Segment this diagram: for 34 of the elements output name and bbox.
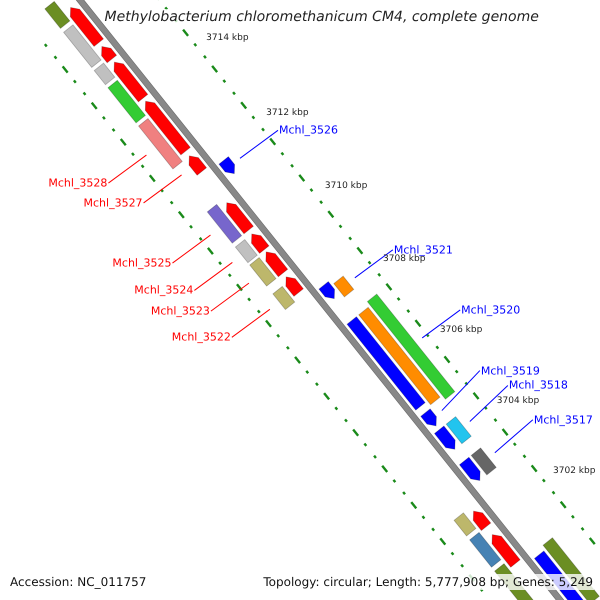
leader-line: [108, 154, 147, 184]
scale-label: 3710 kbp: [324, 180, 368, 191]
scale-label: 3706 kbp: [440, 324, 482, 335]
leader-line: [469, 385, 508, 422]
leader-line: [143, 174, 182, 204]
gene-label: Mchl_3521: [394, 243, 453, 256]
scale-label: 3702 kbp: [553, 466, 596, 476]
gene-label: Mchl_3517: [534, 413, 593, 426]
accession-text: Accession: NC_011757: [9, 574, 148, 590]
leader-line: [240, 130, 278, 159]
gene-label: Mchl_3525: [112, 256, 172, 270]
scale-label: 3712 kbp: [266, 108, 309, 118]
leader-line: [172, 234, 211, 264]
leader-line: [422, 309, 461, 338]
gene-label: Mchl_3527: [84, 196, 143, 210]
title: Methylobacterium chloromethanicum CM4, complete genome: [104, 9, 539, 25]
leader-line: [354, 249, 394, 278]
scale-label: 3714 kbp: [206, 32, 249, 43]
leader-line: [231, 308, 270, 338]
scale-label: 3704 kbp: [496, 396, 540, 406]
gene-label: Mchl_3528: [48, 176, 108, 190]
gene-label: Mchl_3519: [480, 364, 540, 378]
gene-label: Mchl_3522: [172, 330, 231, 344]
genome-info-text: Topology: circular; Length: 5,777,908 bp; Genes: 5,249: [262, 574, 594, 590]
scale-label: 3708 kbp: [383, 254, 426, 264]
leader-line: [194, 262, 233, 291]
gene-label: Mchl_3523: [150, 304, 210, 318]
leader-line: [494, 419, 534, 454]
leader-line: [441, 370, 480, 412]
gene-label: Mchl_3520: [461, 303, 520, 316]
gene-label: Mchl_3524: [134, 284, 194, 297]
gene-label: Mchl_3518: [508, 378, 568, 392]
gene-label: Mchl_3526: [278, 124, 338, 137]
leader-line: [210, 282, 250, 312]
